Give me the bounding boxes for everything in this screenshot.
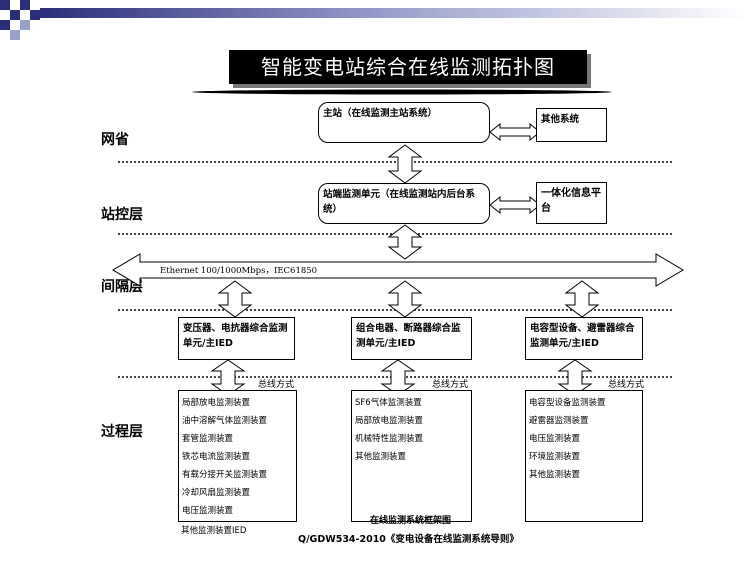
bus-label-1: 总线方式 xyxy=(258,380,295,390)
layer-label-station-control: 站控层 xyxy=(101,207,143,223)
other-system-box: 其他系统 xyxy=(536,108,607,142)
list-item: 机械特性监测装置 xyxy=(355,434,424,444)
list-item: 冷却风扇监测装置 xyxy=(182,488,251,498)
bus-label-2: 总线方式 xyxy=(432,380,469,390)
list-item: 有载分接开关监测装置 xyxy=(182,470,268,480)
list-item: 其他监测装置 xyxy=(529,470,581,480)
list-item: 局部放电监测装置 xyxy=(355,416,424,426)
list-item: 避雷器监测装置 xyxy=(529,416,589,426)
list-item: 套管监测装置 xyxy=(182,434,234,444)
list-item: SF6气体监测装置 xyxy=(355,398,422,408)
layer-label-process: 过程层 xyxy=(101,424,143,440)
list-item: 油中溶解气体监测装置 xyxy=(182,416,268,426)
capacitor-device-list: 电容型设备监测装置 避雷器监测装置 电压监测装置 环境监测装置 其他监测装置 xyxy=(525,390,643,522)
layer-label-bay: 间隔层 xyxy=(101,279,143,295)
title-underline xyxy=(192,89,612,95)
transformer-device-list: 局部放电监测装置 油中溶解气体监测装置 套管监测装置 铁芯电流监测装置 有载分接… xyxy=(178,390,297,522)
layer-label-province: 网省 xyxy=(101,132,129,148)
figure-caption: 在线监测系统框架图 xyxy=(370,516,452,526)
bus-label-3: 总线方式 xyxy=(608,380,645,390)
list-item: 电压监测装置 xyxy=(529,434,581,444)
list-item: 铁芯电流监测装置 xyxy=(182,452,251,462)
gis-device-list: SF6气体监测装置 局部放电监测装置 机械特性监测装置 其他监测装置 xyxy=(351,390,472,522)
separator-province xyxy=(118,161,672,163)
list-item: 电压监测装置 xyxy=(182,506,234,516)
source-citation: Q/GDW534-2010《变电设备在线监测系统导则》 xyxy=(298,534,519,545)
list-item: 环境监测装置 xyxy=(529,452,581,462)
ethernet-label: Ethernet 100/1000Mbps，IEC61850 xyxy=(160,266,318,276)
list-item: 电容型设备监测装置 xyxy=(529,398,606,408)
transformer-ied-box: 变压器、电抗器综合监测单元/主IED xyxy=(178,317,295,360)
list-item: 其他监测装置IED xyxy=(181,526,247,536)
list-item: 局部放电监测装置 xyxy=(182,398,251,408)
header-decoration xyxy=(0,0,749,40)
capacitor-ied-box: 电容型设备、避雷器综合监测单元/主IED xyxy=(525,317,643,360)
list-item: 其他监测装置 xyxy=(355,452,407,462)
integrated-platform-box: 一体化信息平台 xyxy=(536,182,607,224)
page-title: 智能变电站综合在线监测拓扑图 xyxy=(229,50,587,84)
station-monitor-box: 站端监测单元（在线监测站内后台系统） xyxy=(318,183,490,224)
gis-ied-box: 组合电器、断路器综合监测单元/主IED xyxy=(351,317,472,360)
main-station-box: 主站（在线监测主站系统） xyxy=(318,102,490,143)
